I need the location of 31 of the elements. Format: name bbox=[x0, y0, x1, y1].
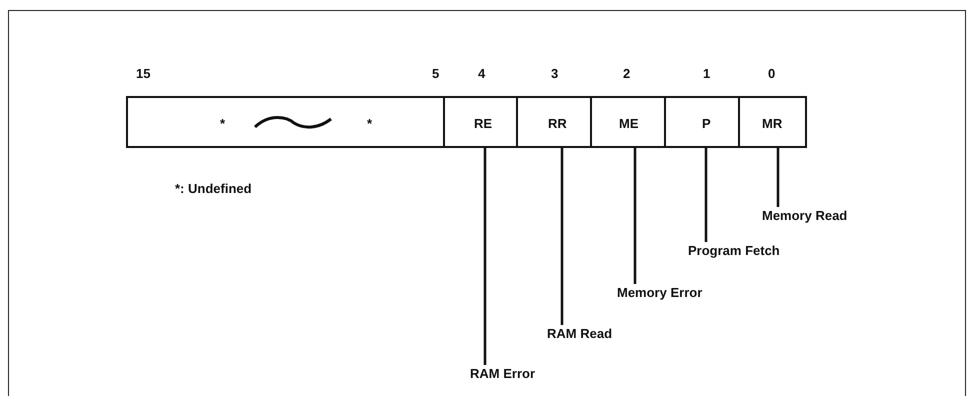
field-name: RR bbox=[548, 116, 567, 132]
field-description: RAM Read bbox=[547, 326, 612, 342]
field-description: Memory Read bbox=[762, 208, 848, 224]
field-description: Program Fetch bbox=[688, 243, 780, 259]
note: *: Undefined bbox=[175, 181, 252, 197]
bit-field bbox=[738, 96, 807, 148]
bit-field bbox=[516, 96, 592, 148]
field-description: Memory Error bbox=[617, 285, 702, 301]
bit-number: 0 bbox=[768, 66, 776, 82]
field-name: RE bbox=[474, 116, 492, 132]
leader-line bbox=[484, 148, 486, 365]
leader-line bbox=[776, 148, 780, 207]
bit-number: 1 bbox=[703, 66, 710, 82]
bit-number: 3 bbox=[551, 66, 558, 82]
bit-number: 4 bbox=[478, 66, 486, 82]
asterisk: * bbox=[367, 116, 372, 132]
bit-number: 2 bbox=[623, 66, 630, 82]
asterisk: * bbox=[220, 116, 226, 132]
leader-line bbox=[704, 148, 708, 242]
bit-number: 5 bbox=[432, 66, 440, 82]
bit-number: 15 bbox=[136, 66, 150, 82]
field-name: MR bbox=[762, 116, 782, 132]
leader-line bbox=[560, 148, 564, 325]
bit-field bbox=[443, 96, 518, 148]
field-name: P bbox=[702, 116, 711, 132]
bit-field bbox=[590, 96, 666, 148]
field-description: RAM Error bbox=[470, 366, 536, 382]
field-name: ME bbox=[619, 116, 638, 132]
reserved-bit-field bbox=[126, 96, 445, 148]
leader-line bbox=[634, 148, 636, 284]
bit-field bbox=[664, 96, 740, 148]
